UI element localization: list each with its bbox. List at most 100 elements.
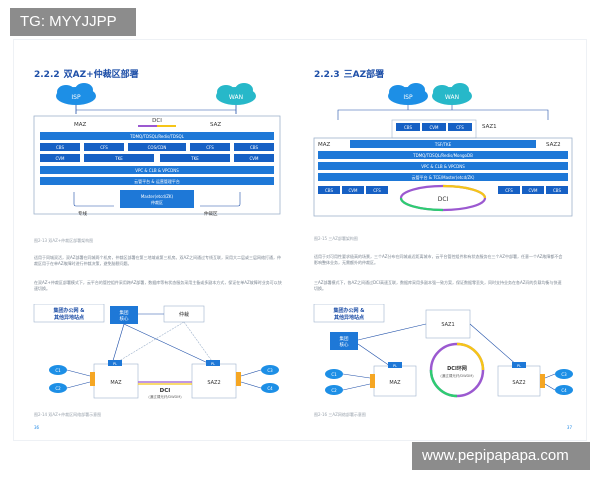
- svg-text:集团办公网 &: 集团办公网 &: [332, 307, 365, 314]
- svg-text:SAZ2: SAZ2: [512, 380, 525, 386]
- dual-az-frame: [33, 115, 281, 215]
- left-caption-1: 图2-13 双AZ+仲裁区部署架构图: [34, 238, 94, 243]
- svg-text:CVM: CVM: [529, 188, 539, 193]
- svg-text:(通过裸光纤/DWDM): (通过裸光纤/DWDM): [148, 394, 182, 399]
- wan-label: WAN: [229, 94, 243, 101]
- left-page-number: 36: [34, 425, 40, 430]
- svg-text:DCI: DCI: [160, 388, 171, 394]
- svg-text:CBS: CBS: [404, 125, 412, 130]
- svg-text:PL: PL: [517, 364, 521, 368]
- svg-text:SAZ1: SAZ1: [441, 322, 454, 328]
- svg-text:TSF/TKE: TSF/TKE: [434, 142, 452, 147]
- svg-text:C4: C4: [267, 386, 273, 391]
- svg-text:SAZ2: SAZ2: [207, 380, 220, 386]
- right-section-number: 2.2.3: [314, 70, 340, 80]
- svg-text:C2: C2: [331, 388, 337, 393]
- left-paragraph-2: 在双AZ+仲裁区部署模式下，云平台的管控组件采用跨AZ部署，数据库等有状态服务采…: [34, 280, 282, 291]
- svg-text:仲裁: 仲裁: [179, 311, 189, 318]
- svg-text:TDMQ/TDSQL/Redis/MongoDB: TDMQ/TDSQL/Redis/MongoDB: [412, 153, 473, 158]
- svg-text:PL: PL: [211, 362, 215, 366]
- maz-label: MAZ: [74, 122, 87, 128]
- svg-text:WAN: WAN: [445, 94, 459, 101]
- hq-node: [110, 306, 138, 324]
- svg-text:MAZ: MAZ: [110, 380, 122, 386]
- left-section-number: 2.2.2: [34, 70, 60, 80]
- right-caption-1: 图2-15 三AZ部署架构图: [314, 236, 358, 241]
- right-caption-2: 图2-16 三AZ网络部署示意图: [314, 412, 366, 417]
- svg-text:CFS: CFS: [456, 125, 464, 130]
- svg-text:CFS: CFS: [373, 188, 381, 193]
- svg-text:C3: C3: [561, 372, 567, 377]
- svg-text:C1: C1: [331, 372, 337, 377]
- svg-text:仲裁区: 仲裁区: [151, 199, 163, 205]
- svg-text:CVM: CVM: [349, 188, 359, 193]
- svg-text:其他异地站点: 其他异地站点: [334, 314, 364, 321]
- svg-text:核心: 核心: [120, 315, 129, 322]
- svg-text:云管平台 & 运营管理平台: 云管平台 & 运营管理平台: [134, 178, 180, 184]
- svg-text:云管平台 & TCE/Master(etcd/ZK): 云管平台 & TCE/Master(etcd/ZK): [412, 174, 475, 180]
- dual-az-network-diagram: 集团办公网 & 其他异地站点 集团 核心 仲裁 MAZ PL SAZ2 PL: [33, 304, 279, 399]
- isp-cloud-icon: ISP: [56, 83, 96, 105]
- three-az-architecture-diagram: ISP WAN SAZ1 CBS CVM CFS MAZ SAZ2 TSF/TK…: [313, 83, 573, 217]
- svg-text:(通过裸光纤/DWDM): (通过裸光纤/DWDM): [440, 373, 474, 378]
- svg-text:PL: PL: [393, 364, 397, 368]
- svg-text:集团: 集团: [340, 335, 349, 342]
- svg-text:CVM: CVM: [250, 156, 260, 161]
- bar-tdmq: [40, 132, 274, 140]
- svg-text:DCI: DCI: [438, 196, 449, 203]
- svg-text:DCI环网: DCI环网: [447, 365, 467, 372]
- svg-text:核心: 核心: [340, 341, 349, 348]
- watermark-top-left: TG: MYYJJPP: [10, 8, 136, 36]
- svg-text:SAZ2: SAZ2: [546, 142, 561, 148]
- right-section-heading: 三AZ部署: [343, 70, 385, 80]
- svg-text:C1: C1: [55, 368, 61, 373]
- bar-mgmt: [40, 177, 274, 185]
- svg-text:CVM: CVM: [430, 125, 440, 130]
- left-section-heading: 双AZ+仲裁区部署: [63, 70, 139, 80]
- svg-text:CBS: CBS: [553, 188, 561, 193]
- svg-text:PL: PL: [113, 362, 117, 366]
- dual-az-architecture-diagram: ISP WAN MAZ SAZ DCI TDMQ/TDSQL/Redis/TDS…: [33, 83, 281, 217]
- svg-text:CFS: CFS: [206, 145, 214, 150]
- svg-text:TKE: TKE: [190, 156, 199, 161]
- svg-text:CBS: CBS: [250, 145, 258, 150]
- svg-text:CBS: CBS: [325, 188, 333, 193]
- svg-text:C2: C2: [55, 386, 61, 391]
- line-right-label: 仲裁区: [204, 210, 218, 217]
- left-caption-2: 图2-14 双AZ+仲裁区网络部署示意图: [34, 412, 102, 417]
- right-page-number: 37: [566, 425, 572, 430]
- svg-text:集团办公网 &: 集团办公网 &: [52, 307, 85, 314]
- svg-text:C3: C3: [267, 368, 273, 373]
- svg-text:CBS: CBS: [56, 145, 64, 150]
- wan-cloud-icon: WAN: [432, 83, 472, 105]
- svg-text:CVM: CVM: [56, 156, 66, 161]
- right-paragraph-2: 三AZ部署模式下，各AZ之间通过DCI高速互联，数据库采用多副本强一致方案，保证…: [314, 280, 562, 291]
- svg-text:C4: C4: [561, 388, 567, 393]
- svg-text:CFS: CFS: [100, 145, 108, 150]
- svg-text:CFS: CFS: [505, 188, 513, 193]
- svg-text:MAZ: MAZ: [318, 142, 331, 148]
- arbitration-zone: [120, 190, 194, 208]
- bar-vpc: [40, 166, 274, 174]
- dci-label: DCI: [152, 118, 162, 124]
- three-az-network-diagram: 集团办公网 & 其他异地站点 集团 核心 SAZ1 MAZ PL SAZ2 PL: [313, 304, 573, 398]
- svg-text:VPC & CLB & VPCDNS: VPC & CLB & VPCDNS: [421, 164, 465, 169]
- svg-text:集团: 集团: [120, 309, 129, 316]
- wan-cloud-icon: WAN: [216, 83, 256, 105]
- left-paragraph-1: 适用于同城双活，双AZ部署在同城两个机房，仲裁区部署在第三地域或第三机房。双AZ…: [34, 255, 281, 266]
- svg-text:Master(etcd/ZK): Master(etcd/ZK): [141, 194, 174, 199]
- isp-cloud-icon: ISP: [388, 83, 428, 105]
- svg-text:SAZ1: SAZ1: [482, 124, 497, 130]
- svg-text:COS/CDN: COS/CDN: [148, 145, 167, 150]
- svg-text:MAZ: MAZ: [389, 380, 401, 386]
- svg-text:VPC & CLB & VPCDNS: VPC & CLB & VPCDNS: [135, 168, 179, 173]
- svg-text:TDMQ/TDSQL/Redis/TDSQL: TDMQ/TDSQL/Redis/TDSQL: [129, 134, 185, 139]
- watermark-bottom-right: www.pepipapapa.com: [412, 442, 590, 470]
- right-paragraph-1: 适用于对可用性要求极高的场景，三个AZ分布在同城或近距离城市，云平台管控组件和有…: [314, 254, 563, 265]
- svg-text:ISP: ISP: [403, 94, 413, 101]
